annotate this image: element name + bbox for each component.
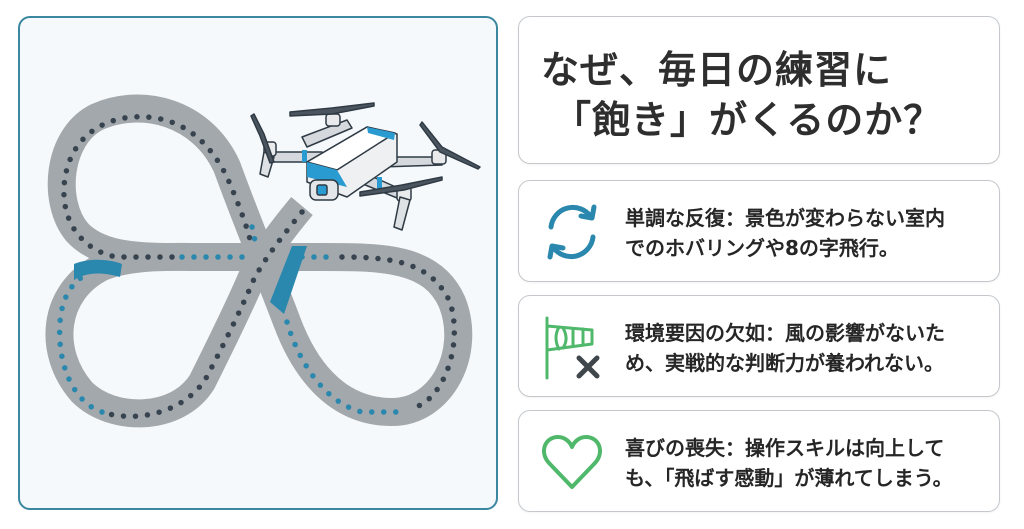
- reason-line-2: も、「飛ばす感動」が薄れてしまう。: [625, 466, 953, 490]
- reason-text: 単調な反復：景色が変わらない室内 でのホバリングや8の字飛行。: [625, 203, 987, 263]
- reason-line-1: 喜びの喪失：操作スキルは向上して: [625, 436, 945, 460]
- reason-card-loss-of-joy: 喜びの喪失：操作スキルは向上して も、「飛ばす感動」が薄れてしまう。: [518, 410, 1000, 512]
- figure-eight-flight-path: [45, 94, 481, 428]
- refresh-cycle-icon: [547, 204, 597, 260]
- title-card: なぜ、毎日の練習に 「飽き」がくるのか？: [518, 16, 1000, 164]
- reason-line-2: め、実戦的な判断力が養われない。: [625, 351, 944, 375]
- page-title: なぜ、毎日の練習に 「飽き」がくるのか？: [541, 45, 989, 145]
- reason-text: 環境要因の欠如：風の影響がないた め、実戦的な判断力が養われない。: [625, 318, 987, 378]
- title-line-1: なぜ、毎日の練習に: [541, 48, 893, 92]
- reason-card-no-environment: 環境要因の欠如：風の影響がないた め、実戦的な判断力が養われない。: [518, 295, 1000, 397]
- windsock-crossed-icon: [545, 316, 600, 380]
- reason-line-1: 環境要因の欠如：風の影響がないた: [625, 321, 945, 345]
- drone-illustration: [250, 102, 481, 231]
- reason-text: 喜びの喪失：操作スキルは向上して も、「飛ばす感動」が薄れてしまう。: [625, 433, 987, 493]
- reason-line-1: 単調な反復：景色が変わらない室内: [625, 206, 945, 230]
- illustration-panel: [18, 16, 498, 510]
- reason-card-monotony: 単調な反復：景色が変わらない室内 でのホバリングや8の字飛行。: [518, 180, 1000, 282]
- reason-line-2: でのホバリングや8の字飛行。: [625, 236, 899, 260]
- title-line-2: 「飽き」がくるのか？: [553, 98, 943, 142]
- heart-outline-icon: [542, 435, 602, 489]
